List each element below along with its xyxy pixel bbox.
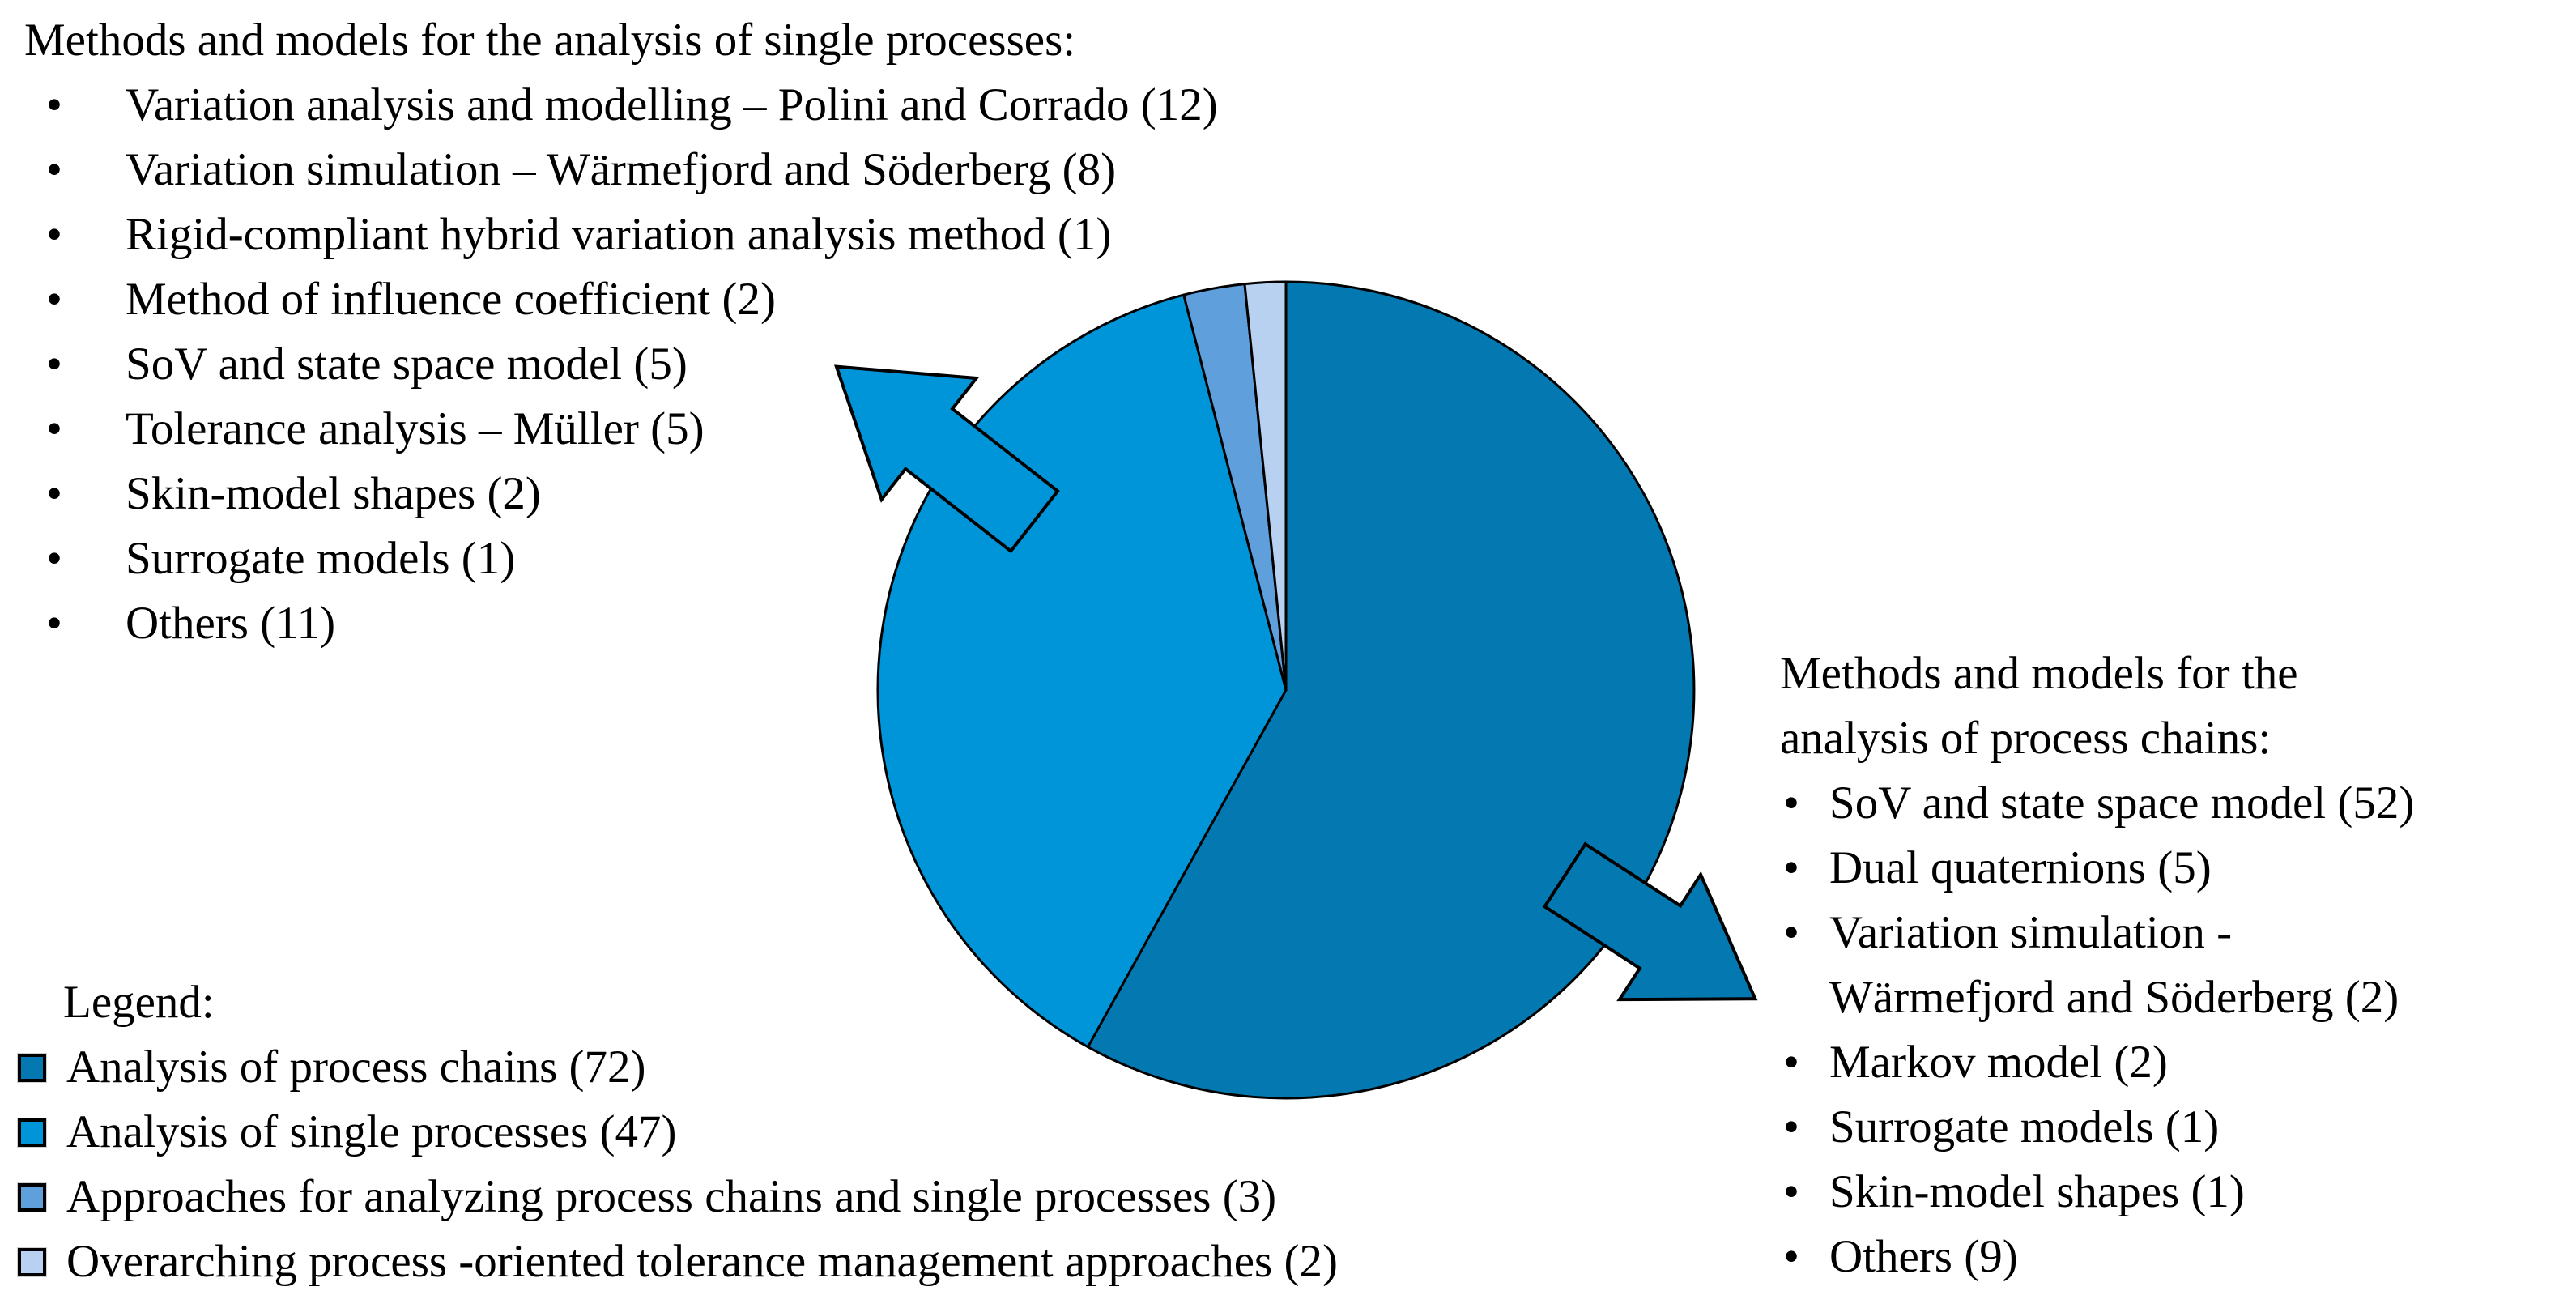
- list-item: • SoV and state space model (5): [24, 332, 1336, 397]
- pie-slice-0: [1086, 280, 1696, 1100]
- list-item: • Tolerance analysis – Müller (5): [24, 397, 1336, 462]
- legend: Legend: Analysis of process chains (72)A…: [18, 970, 1637, 1294]
- list-item: • Variation simulation – Wärmefjord and S…: [24, 138, 1336, 202]
- list-item: • Skin-model shapes (1): [1780, 1160, 2574, 1225]
- legend-swatch: [18, 1118, 46, 1147]
- list-item-label: SoV and state space model (52): [1829, 778, 2415, 829]
- bullet-marker: •: [46, 209, 62, 260]
- list-item-label: Rigid-compliant hybrid variation analysi…: [126, 209, 1112, 260]
- bullet-marker: •: [1783, 1037, 1799, 1088]
- list-item: • Others (11): [24, 591, 1336, 656]
- process-chains-panel: Methods and models for the analysis of p…: [1780, 641, 2574, 1289]
- bullet-marker: •: [46, 79, 62, 130]
- legend-row: Overarching process -oriented tolerance …: [18, 1229, 1637, 1294]
- bullet-marker: •: [1783, 1166, 1799, 1217]
- bullet-marker: •: [46, 533, 62, 584]
- bullet-marker: •: [46, 144, 62, 195]
- pie-slices: [876, 280, 1696, 1100]
- list-item-label: Surrogate models (1): [126, 533, 516, 584]
- list-item-label: Skin-model shapes (1): [1829, 1166, 2245, 1217]
- list-item-label: Tolerance analysis – Müller (5): [126, 403, 705, 454]
- process-chains-list: • SoV and state space model (52) • Dual qua…: [1780, 771, 2574, 1289]
- bullet-marker: •: [46, 274, 62, 325]
- legend-row: Analysis of single processes (47): [18, 1100, 1637, 1165]
- list-item: • Rigid-compliant hybrid variation analys…: [24, 202, 1336, 267]
- list-item-label: Others (9): [1829, 1231, 2018, 1282]
- list-item: • Skin-model shapes (2): [24, 462, 1336, 526]
- list-item-label: Variation simulation - Wärmefjord and Sö…: [1829, 907, 2399, 1023]
- list-item-label: Method of influence coefficient (2): [126, 274, 776, 325]
- bullet-marker: •: [46, 598, 62, 649]
- bullet-marker: •: [46, 339, 62, 390]
- pie-slice-3: [1243, 280, 1288, 692]
- legend-swatch: [18, 1247, 46, 1276]
- legend-label: Overarching process -oriented tolerance …: [66, 1236, 1338, 1287]
- legend-label: Analysis of process chains (72): [66, 1042, 646, 1093]
- callout-arrow-lower-right: [1542, 841, 1758, 1002]
- list-item: • Variation analysis and modelling – Poli…: [24, 73, 1336, 138]
- list-item-label: Others (11): [126, 598, 336, 649]
- legend-rows: Analysis of process chains (72) Analysis …: [18, 1035, 1637, 1294]
- legend-title: Legend:: [63, 977, 215, 1028]
- legend-swatch: [18, 1182, 46, 1212]
- list-item: • SoV and state space model (52): [1780, 771, 2574, 836]
- list-item: • Method of influence coefficient (2): [24, 267, 1336, 332]
- list-item-label: Skin-model shapes (2): [126, 468, 541, 519]
- bullet-marker: •: [1783, 1231, 1799, 1282]
- legend-row: Analysis of process chains (72): [18, 1035, 1637, 1100]
- single-processes-list: • Variation analysis and modelling – Poli…: [24, 73, 1336, 656]
- bullet-marker: •: [1783, 778, 1799, 829]
- bullet-marker: •: [1783, 907, 1799, 958]
- list-item-label: Variation analysis and modelling – Polin…: [126, 79, 1218, 130]
- list-item: • Dual quaternions (5): [1780, 836, 2574, 901]
- bullet-marker: •: [1783, 1101, 1799, 1152]
- bullet-marker: •: [46, 403, 62, 454]
- list-item: • Markov model (2): [1780, 1030, 2574, 1095]
- list-item-label: Surrogate models (1): [1829, 1101, 2220, 1152]
- legend-label: Approaches for analyzing process chains …: [66, 1171, 1277, 1222]
- list-item-label: Variation simulation – Wärmefjord and Sö…: [126, 144, 1117, 195]
- list-item: • Variation simulation - Wärmefjord and S…: [1780, 901, 2574, 1030]
- list-item-label: Dual quaternions (5): [1829, 842, 2212, 893]
- single-processes-panel: Methods and models for the analysis of s…: [24, 8, 1336, 656]
- list-item: • Surrogate models (1): [24, 526, 1336, 591]
- bullet-marker: •: [1783, 842, 1799, 893]
- list-item: • Others (9): [1780, 1225, 2574, 1289]
- list-item-label: Markov model (2): [1829, 1037, 2168, 1088]
- process-chains-title: Methods and models for the analysis of p…: [1780, 648, 2298, 764]
- single-processes-title: Methods and models for the analysis of s…: [24, 15, 1076, 66]
- list-item: • Surrogate models (1): [1780, 1095, 2574, 1160]
- callout-arrow-upper-left: [833, 364, 1060, 554]
- bullet-marker: •: [46, 468, 62, 519]
- legend-row: Approaches for analyzing process chains …: [18, 1165, 1637, 1229]
- legend-swatch: [18, 1053, 46, 1082]
- list-item-label: SoV and state space model (5): [126, 339, 688, 390]
- legend-label: Analysis of single processes (47): [66, 1106, 677, 1157]
